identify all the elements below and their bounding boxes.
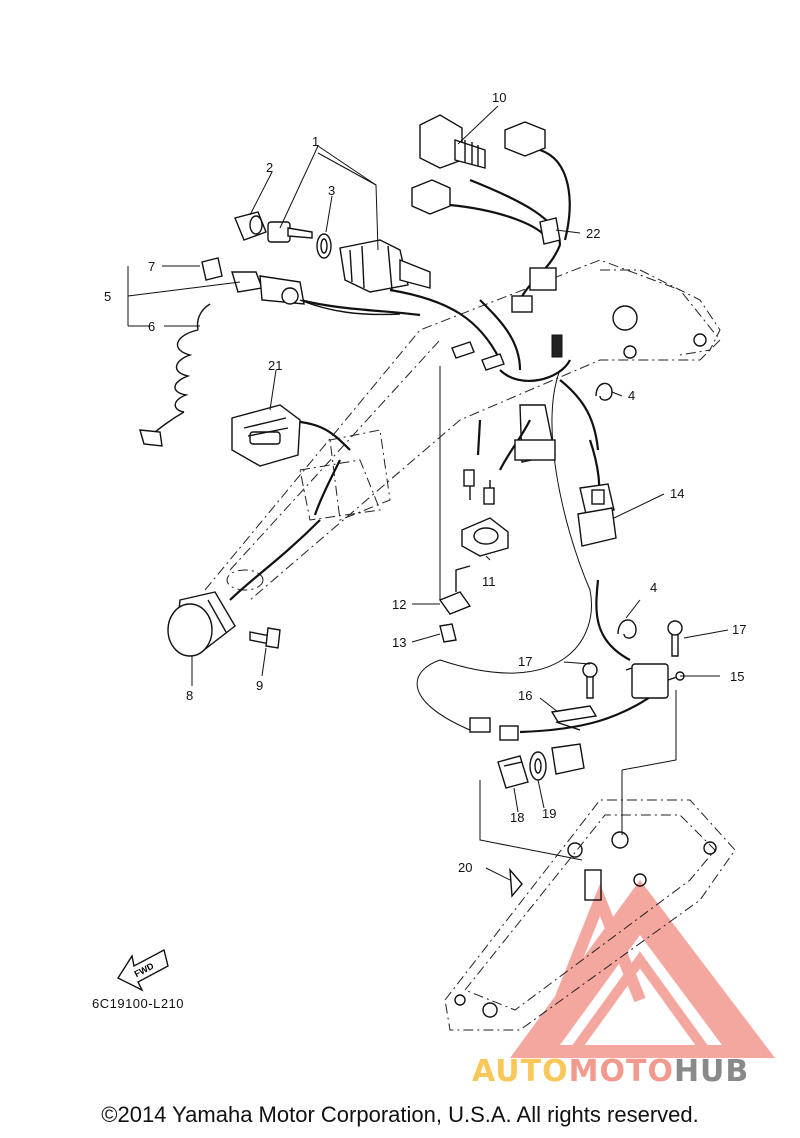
part-3-ring	[316, 233, 332, 259]
bottom-bracket-outline	[444, 799, 736, 1031]
callout-22: 22	[586, 226, 600, 241]
callout-11: 11	[482, 574, 496, 589]
callout-6: 6	[148, 319, 155, 334]
coupler-upper-right	[411, 121, 546, 215]
callout-10: 10	[492, 90, 506, 105]
part-16-clamp	[550, 705, 598, 731]
callout-5: 5	[104, 289, 111, 304]
part-9-bolt	[249, 627, 281, 649]
callout-2: 2	[266, 160, 273, 175]
lower-connectors	[469, 717, 585, 861]
part-13-nut	[439, 623, 457, 643]
part-21-cover	[231, 404, 301, 467]
callout-7: 7	[148, 259, 155, 274]
callout-9: 9	[256, 678, 263, 693]
part-4-clip-upper	[595, 382, 613, 401]
wire-harness	[229, 148, 661, 734]
callout-13: 13	[392, 635, 406, 650]
callout-15: 15	[730, 669, 744, 684]
callout-16: 16	[518, 688, 532, 703]
part-2-cap	[234, 211, 267, 241]
part-10-connector	[419, 114, 486, 169]
part-12-bracket	[438, 565, 472, 615]
part-8-grip	[167, 591, 236, 657]
watermark-logo	[510, 880, 775, 1058]
watermark-text: AUTOMOTOHUB	[472, 1054, 749, 1089]
leader-lines	[127, 105, 729, 881]
part-19-grommet	[529, 751, 547, 781]
stop-switch-body	[231, 271, 401, 316]
watermark-hub: HUB	[673, 1054, 750, 1089]
callout-1: 1	[312, 134, 319, 149]
part-7-cap	[201, 257, 223, 281]
fwd-arrow-icon: FWD	[116, 948, 169, 992]
callout-21: 21	[268, 358, 282, 373]
part-18-grommet	[497, 755, 529, 789]
callout-14: 14	[670, 486, 684, 501]
tiller-handle-outline	[204, 259, 721, 601]
part-6-lanyard	[139, 303, 211, 447]
callout-4-lower: 4	[650, 580, 657, 595]
center-connectors	[451, 267, 563, 463]
part-17-screw-center	[582, 662, 598, 699]
copyright-notice: ©2014 Yamaha Motor Corporation, U.S.A. A…	[101, 1102, 699, 1127]
part-11-sensor	[461, 469, 509, 557]
watermark-auto: AUTO	[472, 1054, 569, 1089]
callout-12: 12	[392, 597, 406, 612]
part-1-key	[267, 221, 313, 243]
callout-20: 20	[458, 860, 472, 875]
callout-18: 18	[510, 810, 524, 825]
callouts: 1 2 3 4 4 5 6 7 8 9 10 11 12 13 14 15 16…	[104, 90, 746, 875]
callout-8: 8	[186, 688, 193, 703]
callout-3: 3	[328, 183, 335, 198]
watermark-moto: MOTO	[568, 1054, 674, 1089]
part-17-screw-right	[667, 620, 683, 657]
part-15-unit	[621, 663, 685, 835]
part-4-clip-lower	[617, 619, 637, 639]
part-20-plate	[509, 867, 523, 898]
diagram-code: 6C19100-L210	[92, 996, 185, 1011]
main-switch-body	[339, 239, 431, 293]
callout-19: 19	[542, 806, 556, 821]
part-22-clamp	[539, 217, 561, 245]
callout-17-right: 17	[732, 622, 746, 637]
callout-17-center: 17	[518, 654, 532, 669]
callout-4-upper: 4	[628, 388, 635, 403]
part-14-coupler	[577, 483, 617, 547]
